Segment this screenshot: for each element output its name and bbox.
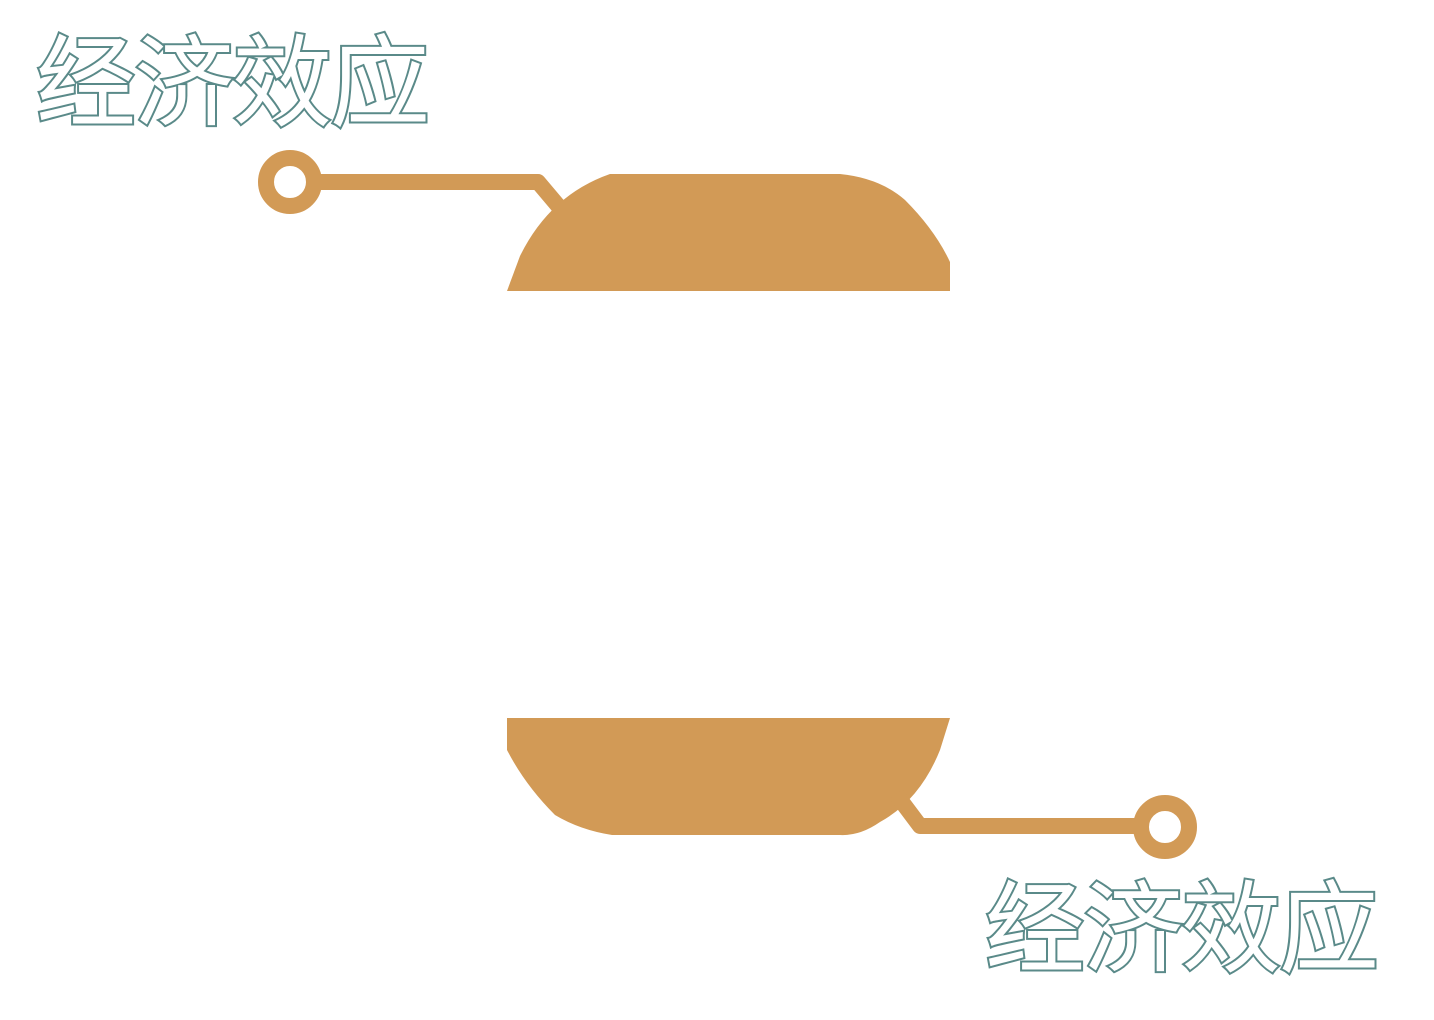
bottom-cap-shape — [507, 718, 950, 836]
top-connector-line — [314, 174, 572, 220]
top-connector — [258, 150, 572, 220]
bottom-connector-node — [1133, 795, 1197, 859]
top-label: 经济效应 — [34, 25, 432, 142]
top-connector-node — [258, 150, 322, 214]
bottom-connector-line — [889, 789, 1140, 834]
bottom-connector — [889, 789, 1197, 859]
top-cap-shape — [507, 174, 950, 291]
bottom-label: 经济效应 — [983, 871, 1381, 988]
